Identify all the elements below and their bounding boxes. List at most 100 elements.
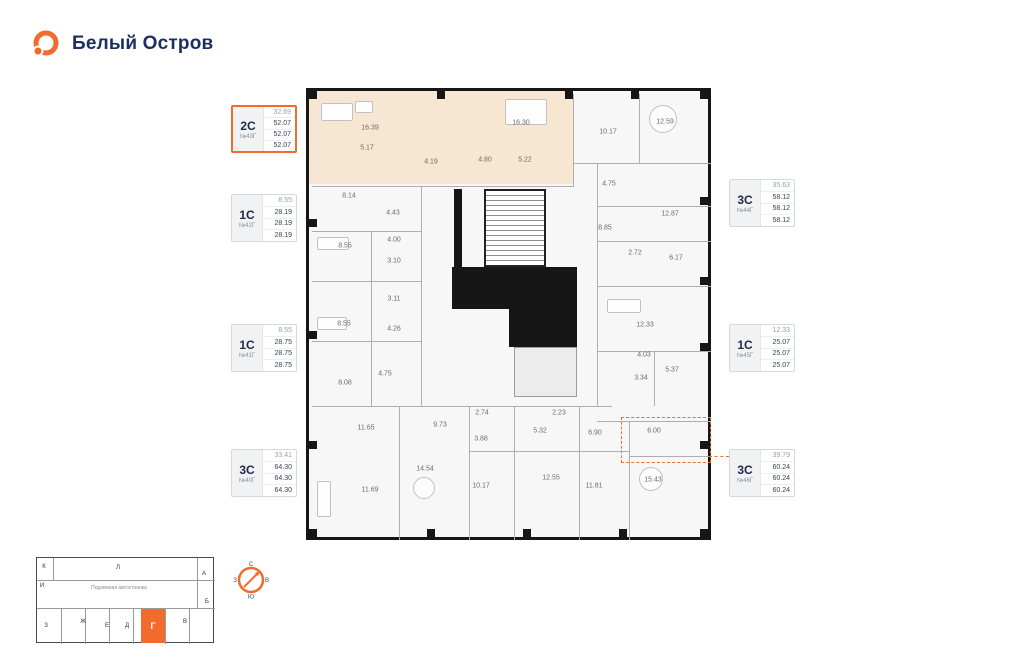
- structural-column: [309, 91, 317, 99]
- room-area-label[interactable]: 3.88: [474, 435, 488, 443]
- wall: [399, 406, 400, 540]
- area-value: 28.75: [263, 347, 296, 360]
- room-area-label[interactable]: 2.74: [475, 409, 489, 417]
- structural-column: [437, 91, 445, 99]
- furniture: [317, 237, 349, 250]
- room-area-label[interactable]: 11.65: [357, 424, 375, 432]
- room-area-label[interactable]: 12.55: [542, 474, 560, 482]
- room-area-label[interactable]: 12.33: [636, 321, 654, 329]
- room-area-label[interactable]: 5.37: [665, 366, 679, 374]
- section-block-label[interactable]: Е: [104, 623, 110, 629]
- room-area-label[interactable]: 6.17: [669, 254, 683, 262]
- wall: [579, 451, 629, 452]
- section-block-label[interactable]: И: [39, 583, 45, 589]
- room-area-label[interactable]: 10.17: [599, 128, 617, 136]
- room-area-label[interactable]: 12.87: [661, 210, 679, 218]
- area-value: 58.12: [761, 202, 794, 215]
- area-value: 28.75: [263, 359, 296, 371]
- room-area-label[interactable]: 4.03: [637, 351, 651, 359]
- section-block-label[interactable]: Д: [124, 623, 130, 629]
- core-corridor: [514, 347, 577, 397]
- structural-column: [523, 529, 531, 537]
- wall: [597, 421, 711, 422]
- section-block-label[interactable]: Б: [205, 599, 209, 605]
- room-area-label[interactable]: 8.08: [338, 379, 352, 387]
- wall: [597, 163, 598, 406]
- furniture: [321, 103, 353, 121]
- wall: [371, 231, 372, 406]
- room-area-label[interactable]: 3.11: [387, 295, 401, 303]
- area-value: 28.75: [263, 335, 296, 348]
- apartment-number: №40Г: [238, 477, 256, 484]
- compass-south-label: Ю: [248, 595, 254, 600]
- wall: [654, 351, 655, 406]
- section-block-label[interactable]: З: [44, 623, 48, 629]
- section-block-selected[interactable]: Г: [141, 608, 165, 643]
- area-value: 60.24: [761, 484, 794, 496]
- room-area-label[interactable]: 4.80: [478, 156, 492, 164]
- apartment-type: 3С: [737, 462, 753, 477]
- room-area-label[interactable]: 4.19: [424, 158, 438, 166]
- section-block-label[interactable]: А: [201, 571, 207, 577]
- room-area-label[interactable]: 4.75: [378, 370, 392, 378]
- brand-logo-link[interactable]: Белый Остров: [30, 28, 213, 60]
- room-area-label[interactable]: 8.14: [342, 192, 356, 200]
- room-area-label[interactable]: 6.00: [647, 427, 661, 435]
- area-value: 35.63: [772, 181, 790, 189]
- room-area-label[interactable]: 3.10: [387, 257, 401, 265]
- room-area-label[interactable]: 11.69: [361, 486, 379, 494]
- area-value: 39.79: [772, 451, 790, 459]
- area-value: 8.55: [278, 196, 292, 204]
- wall: [312, 281, 422, 282]
- room-area-label[interactable]: 2.72: [628, 249, 642, 257]
- compass-east-label: В: [265, 578, 269, 584]
- room-area-label[interactable]: 4.75: [602, 180, 616, 188]
- wall: [312, 341, 422, 342]
- room-area-label[interactable]: 16.39: [361, 124, 379, 132]
- wall: [579, 406, 580, 540]
- room-area-label[interactable]: 5.32: [533, 427, 547, 435]
- room-area-label[interactable]: 8.55: [337, 320, 351, 328]
- wall: [629, 421, 630, 540]
- apartment-number: №41Г: [238, 352, 256, 359]
- room-area-label[interactable]: 8.55: [338, 242, 352, 250]
- structural-column: [565, 91, 573, 99]
- room-area-label[interactable]: 3.34: [634, 374, 648, 382]
- wall: [312, 406, 612, 407]
- area-value: 28.19: [263, 205, 296, 218]
- room-area-label[interactable]: 8.85: [598, 224, 612, 232]
- room-area-label[interactable]: 16.30: [512, 119, 530, 127]
- section-block-label[interactable]: К: [42, 564, 46, 570]
- room-area-label[interactable]: 15.43: [644, 476, 662, 484]
- section-block-label[interactable]: Л: [116, 565, 120, 571]
- brand-logo-icon: [32, 30, 59, 57]
- room-area-label[interactable]: 5.22: [518, 156, 532, 164]
- area-value: 52.07: [264, 139, 295, 151]
- room-area-label[interactable]: 12.59: [656, 118, 674, 126]
- area-value: 64.30: [263, 460, 296, 473]
- room-area-label[interactable]: 10.17: [472, 482, 490, 490]
- room-area-label[interactable]: 11.81: [585, 482, 603, 490]
- section-line: [37, 608, 215, 609]
- room-area-label[interactable]: 9.73: [433, 421, 447, 429]
- room-area-label[interactable]: 4.26: [387, 325, 401, 333]
- section-line: [189, 608, 190, 644]
- furniture: [505, 99, 547, 125]
- room-area-label[interactable]: 14.54: [416, 465, 434, 473]
- section-block-label[interactable]: В: [182, 619, 188, 625]
- area-value: 25.07: [761, 347, 794, 360]
- room-area-label[interactable]: 4.00: [387, 236, 401, 244]
- section-block-label[interactable]: Ж: [80, 619, 86, 625]
- room-area-label[interactable]: 2.23: [552, 409, 566, 417]
- room-area-label[interactable]: 5.17: [360, 144, 374, 152]
- room-area-label[interactable]: 6.90: [588, 429, 602, 437]
- room-area-label[interactable]: 4.43: [386, 209, 400, 217]
- apartment-hover-outline: [621, 417, 711, 463]
